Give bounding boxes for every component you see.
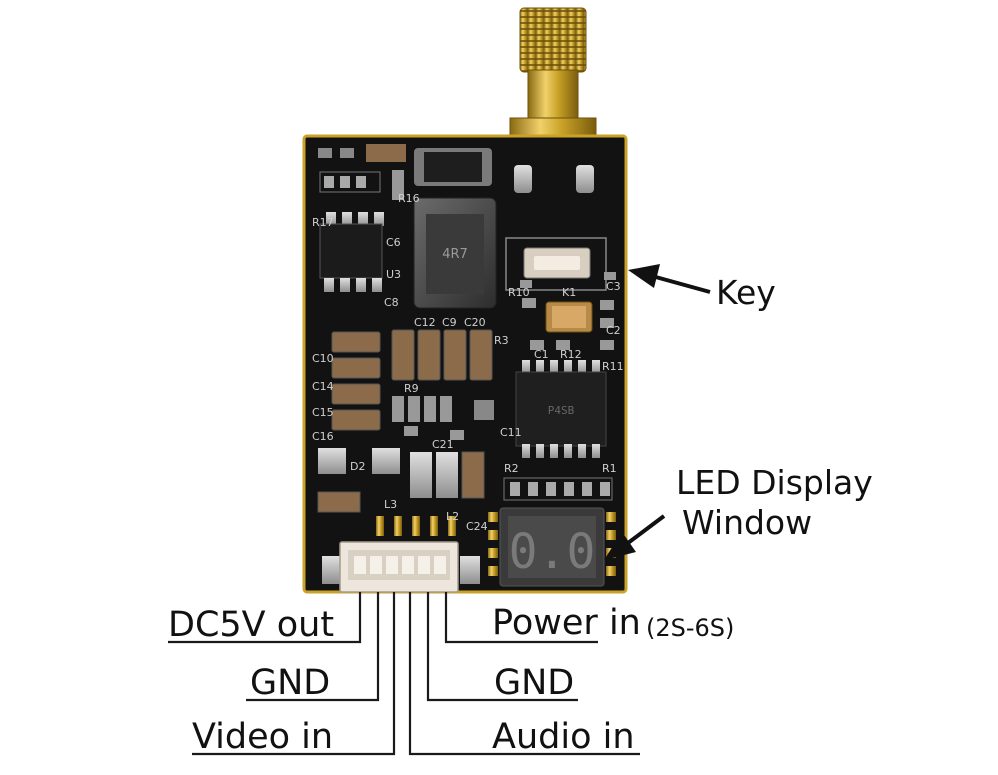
silk-c11: C11 — [500, 426, 522, 439]
resistor-array — [503, 477, 613, 501]
ic-marking: P4SB — [548, 404, 575, 417]
silk-c16: C16 — [312, 430, 334, 443]
silk-l2: L2 — [446, 510, 459, 523]
power-inductor: 4R7 — [413, 197, 497, 309]
led-callout-label-line1: LED Display — [676, 463, 873, 502]
silk-c15: C15 — [312, 406, 334, 419]
pin-label-gnd-right: GND — [494, 663, 575, 703]
silk-c1: C1 — [534, 348, 549, 361]
silk-c2: C2 — [606, 324, 621, 337]
seven-segment-digits: 0.0 — [509, 524, 596, 580]
leader-gnd-left — [246, 592, 380, 702]
key-arrow-icon — [628, 264, 660, 288]
led-seven-segment-display: 0.0 — [488, 507, 616, 587]
pin-label-video-in: Video in — [192, 717, 334, 757]
silk-c24: C24 — [466, 520, 488, 533]
silk-c3: C3 — [606, 280, 621, 293]
silk-c6: C6 — [386, 236, 401, 249]
leader-gnd-right — [426, 592, 578, 702]
leader-video-in — [192, 592, 396, 756]
silk-k1: K1 — [562, 286, 576, 299]
silk-r3: R3 — [494, 334, 509, 347]
led-callout-label-line2: Window — [682, 503, 813, 542]
silk-r10: R10 — [508, 286, 530, 299]
silk-c9: C9 — [442, 316, 457, 329]
diode-d2 — [317, 448, 400, 513]
silk-r11: R11 — [602, 360, 624, 373]
jst-connector-6pin — [322, 516, 480, 593]
inductors-l2-l3 — [410, 451, 485, 499]
push-button-key — [505, 237, 607, 291]
smd-components-top-left — [318, 144, 406, 200]
silk-r1: R1 — [602, 462, 617, 475]
pin-label-audio-in: Audio in — [492, 717, 635, 757]
key-callout-label: Key — [716, 273, 776, 312]
resistor-cluster — [392, 396, 494, 440]
callout-arrows — [604, 264, 711, 560]
silk-l3: L3 — [384, 498, 397, 511]
crystal-oscillator — [545, 301, 593, 333]
antenna-solder-tabs — [514, 165, 594, 193]
silk-r16: R16 — [398, 192, 420, 205]
pin-leader-lines — [168, 592, 640, 756]
leader-dc5v-out — [168, 592, 362, 644]
leader-power-in — [444, 592, 598, 644]
capacitor-bank-left — [331, 331, 381, 431]
silk-r2: R2 — [504, 462, 519, 475]
silk-d2: D2 — [350, 460, 365, 473]
smd-components-right — [520, 272, 616, 350]
pin-label-dc5v-out: DC5V out — [168, 605, 335, 645]
leader-audio-in — [408, 592, 640, 756]
regulator-u3 — [319, 212, 384, 292]
capacitor-column — [391, 329, 493, 381]
pin-label-gnd-left: GND — [250, 663, 331, 703]
led-arrow-icon — [604, 532, 636, 560]
silk-c8: C8 — [384, 296, 399, 309]
main-ic-chip: P4SB — [515, 360, 607, 458]
pin-label-power-voltage: (2S-6S) — [646, 614, 735, 642]
silk-r9: R9 — [404, 382, 419, 395]
silk-c21: C21 — [432, 438, 454, 451]
silk-r17: R17 — [312, 216, 334, 229]
silk-u3: U3 — [386, 268, 401, 281]
silk-c10: C10 — [312, 352, 334, 365]
diode-top — [414, 148, 492, 186]
silk-c14: C14 — [312, 380, 334, 393]
silk-c12: C12 — [414, 316, 436, 329]
pin-label-power-in: Power in — [492, 603, 641, 643]
silk-c20: C20 — [464, 316, 486, 329]
inductor-marking: 4R7 — [442, 247, 468, 262]
silkscreen-labels: R16 R17 C6 U3 C8 C12 C9 C20 C16 C10 C14 … — [312, 192, 624, 533]
silk-r12: R12 — [560, 348, 582, 361]
